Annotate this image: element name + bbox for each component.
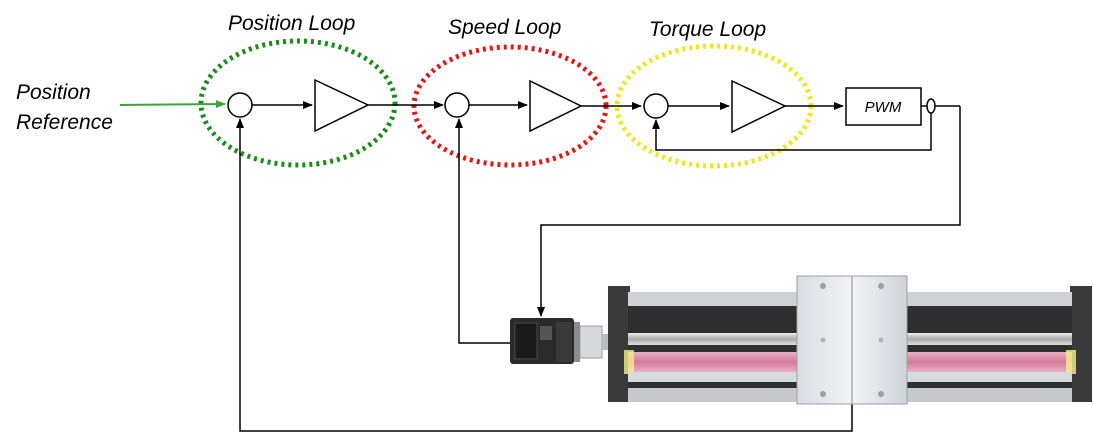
current-sensor — [926, 98, 936, 114]
pwm-block — [845, 87, 922, 126]
position-summing-junction — [227, 92, 253, 118]
position-gain-block — [314, 78, 370, 133]
torque-loop-title: Torque Loop — [649, 18, 766, 41]
drive-to-motor-line — [537, 106, 961, 317]
position-feedback-line — [236, 118, 853, 432]
servo-motor-icon — [510, 318, 608, 364]
linear-actuator-icon — [608, 275, 1092, 405]
position-loop-ring — [198, 38, 398, 168]
position-loop-title: Position Loop — [228, 12, 355, 35]
reference-arrow — [119, 100, 226, 109]
speed-feedback-line — [455, 118, 510, 344]
reference-label-line1: Position — [16, 81, 91, 104]
torque-gain-block — [731, 79, 787, 134]
speed-loop-title: Speed Loop — [448, 16, 561, 39]
speed-gain-block — [529, 79, 583, 133]
speed-summing-junction — [444, 92, 470, 118]
reference-label-line2: Reference — [16, 111, 113, 134]
torque-feedback-line — [652, 113, 932, 151]
pwm-label: PWM — [865, 99, 902, 116]
torque-summing-junction — [643, 93, 669, 119]
